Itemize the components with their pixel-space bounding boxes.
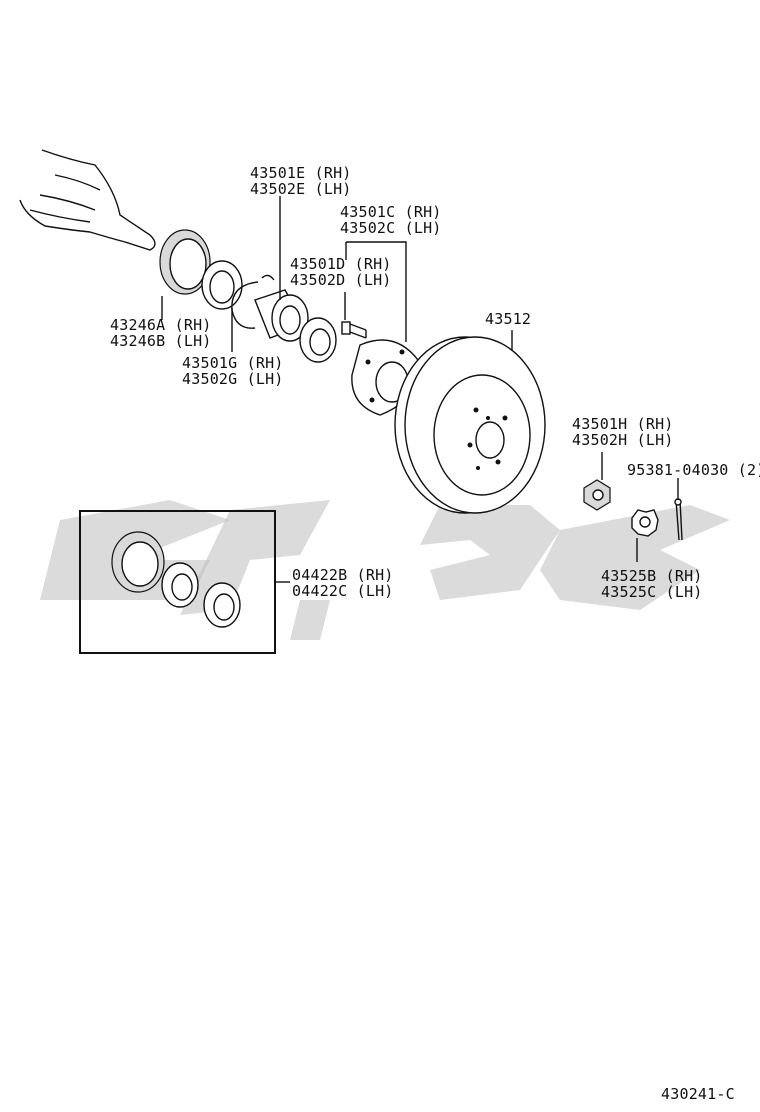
brake-disc-43512 (394, 336, 546, 514)
cotter-pin-95381 (674, 498, 683, 541)
label-43525C: 43525C (LH) (601, 583, 703, 601)
label-43502D: 43502D (LH) (290, 271, 392, 289)
hub-bolt-43501D (341, 321, 367, 339)
label-43502E: 43502E (LH) (250, 180, 352, 198)
label-43525B: 43525B (RH) (601, 567, 703, 585)
label-43512: 43512 (485, 310, 532, 328)
bearing-race-43501E (254, 289, 309, 342)
label-43502H: 43502H (LH) (572, 431, 674, 449)
label-43502G: 43502G (LH) (182, 370, 284, 388)
label-43501C: 43501C (RH) (340, 203, 442, 221)
label-43246A: 43246A (RH) (110, 316, 212, 334)
label-43501G: 43501G (RH) (182, 354, 284, 372)
outer-bearing (299, 317, 337, 363)
label-04422B: 04422B (RH) (292, 566, 394, 584)
bearing-43501G (201, 260, 243, 310)
label-95381: 95381-04030 (2) (627, 461, 760, 479)
label-43501E: 43501E (RH) (250, 164, 352, 182)
label-04422C: 04422C (LH) (292, 582, 394, 600)
hub-cap-seal-43246 (159, 229, 211, 295)
label-43502C: 43502C (LH) (340, 219, 442, 237)
label-43501H: 43501H (RH) (572, 415, 674, 433)
lock-nut-43501H (583, 479, 611, 511)
nut-lock-cap-43525 (631, 509, 659, 537)
label-43501D: 43501D (RH) (290, 255, 392, 273)
pointing-hand-icon (19, 149, 156, 251)
figure-code: 430241-C (661, 1085, 735, 1103)
leader-lines (161, 196, 679, 583)
label-43246B: 43246B (LH) (110, 332, 212, 350)
